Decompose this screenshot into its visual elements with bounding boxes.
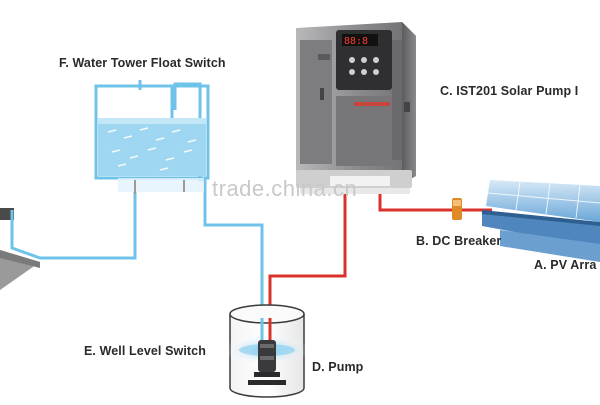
- svg-text:88:8: 88:8: [344, 36, 368, 47]
- power-lines: [268, 192, 492, 318]
- pv-array-label: A. PV Arra: [534, 258, 597, 272]
- water-tank-icon: [94, 84, 210, 194]
- dc-breaker-label: B. DC Breaker: [416, 234, 502, 248]
- dc-breaker-icon: [452, 198, 462, 220]
- left-structure: [0, 208, 40, 290]
- submersible-pump-icon: [248, 318, 286, 385]
- inverter-label: C. IST201 Solar Pump I: [440, 84, 579, 98]
- watermark-text: trade.china.cn: [212, 176, 358, 201]
- well-switch-label: E. Well Level Switch: [84, 344, 206, 358]
- float-switch-label: F. Water Tower Float Switch: [59, 56, 226, 70]
- solar-panel-icon: [482, 180, 600, 262]
- pump-label: D. Pump: [312, 360, 364, 374]
- inverter-device-icon: 88:8: [296, 22, 416, 194]
